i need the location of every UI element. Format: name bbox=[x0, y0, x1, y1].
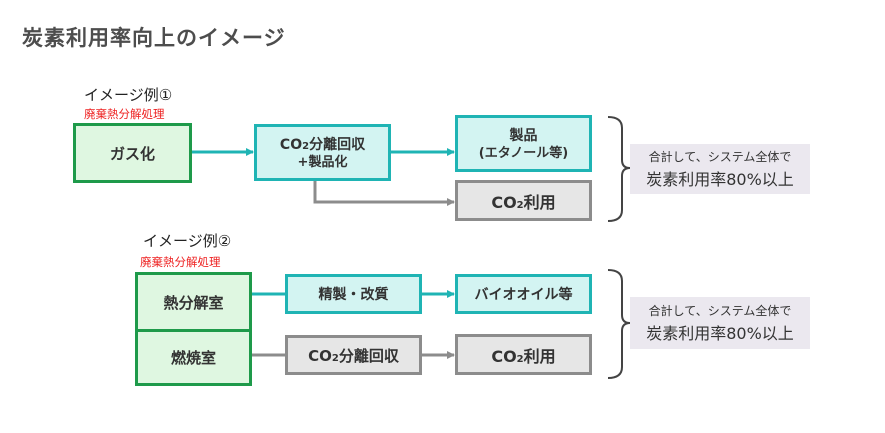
example1-sub-label: 廃棄熱分解処理 bbox=[84, 107, 165, 121]
co2-use-label-1: CO2利用 bbox=[491, 192, 556, 212]
gasification-label: ガス化 bbox=[109, 144, 155, 163]
summary-box-1: 合計して、システム全体で 炭素利用率80%以上 bbox=[630, 144, 810, 194]
refine-label: 精製・改質 bbox=[318, 287, 389, 303]
pyrolysis-chamber-box: 熱分解室 bbox=[135, 272, 252, 332]
co2-use-box-2: CO2利用 bbox=[455, 334, 592, 375]
product-box: 製品 (エタノール等) bbox=[455, 115, 592, 172]
brace-1 bbox=[607, 116, 631, 222]
co2-capture-production-box: CO2分離回収 +製品化 bbox=[254, 124, 391, 181]
example2-sub-label: 廃棄熱分解処理 bbox=[140, 255, 221, 269]
co2-capture-line2: +製品化 bbox=[297, 155, 348, 170]
combustion-chamber-label: 燃焼室 bbox=[170, 349, 216, 367]
co2-use-label-2: CO2利用 bbox=[491, 346, 556, 366]
pyrolysis-chamber-label: 熱分解室 bbox=[163, 293, 224, 312]
product-line2: (エタノール等) bbox=[478, 146, 569, 161]
co2-capture-label-2: CO2分離回収 bbox=[308, 346, 399, 365]
co2-capture-box-2: CO2分離回収 bbox=[285, 335, 422, 375]
example1-label: イメージ例① bbox=[84, 86, 173, 104]
brace-2 bbox=[607, 269, 631, 379]
co2-use-box-1: CO2利用 bbox=[455, 180, 592, 221]
summary-1-line1: 合計して、システム全体で bbox=[648, 150, 792, 164]
gasification-box: ガス化 bbox=[73, 123, 192, 183]
summary-1-line2: 炭素利用率80%以上 bbox=[646, 170, 794, 189]
arrow-capture-to-co2-use bbox=[313, 181, 455, 206]
summary-box-2: 合計して、システム全体で 炭素利用率80%以上 bbox=[630, 297, 810, 349]
example2-label: イメージ例② bbox=[143, 232, 232, 250]
combustion-chamber-box: 燃焼室 bbox=[135, 329, 252, 386]
summary-2-line1: 合計して、システム全体で bbox=[648, 304, 792, 318]
summary-2-line2: 炭素利用率80%以上 bbox=[646, 324, 794, 343]
page-title: 炭素利用率向上のイメージ bbox=[22, 26, 286, 50]
refine-box: 精製・改質 bbox=[285, 274, 422, 314]
bio-oil-box: バイオオイル等 bbox=[455, 274, 592, 314]
co2-capture-line1: CO2分離回収 bbox=[279, 137, 366, 153]
bio-oil-label: バイオオイル等 bbox=[474, 287, 573, 303]
product-line1: 製品 bbox=[509, 128, 538, 144]
